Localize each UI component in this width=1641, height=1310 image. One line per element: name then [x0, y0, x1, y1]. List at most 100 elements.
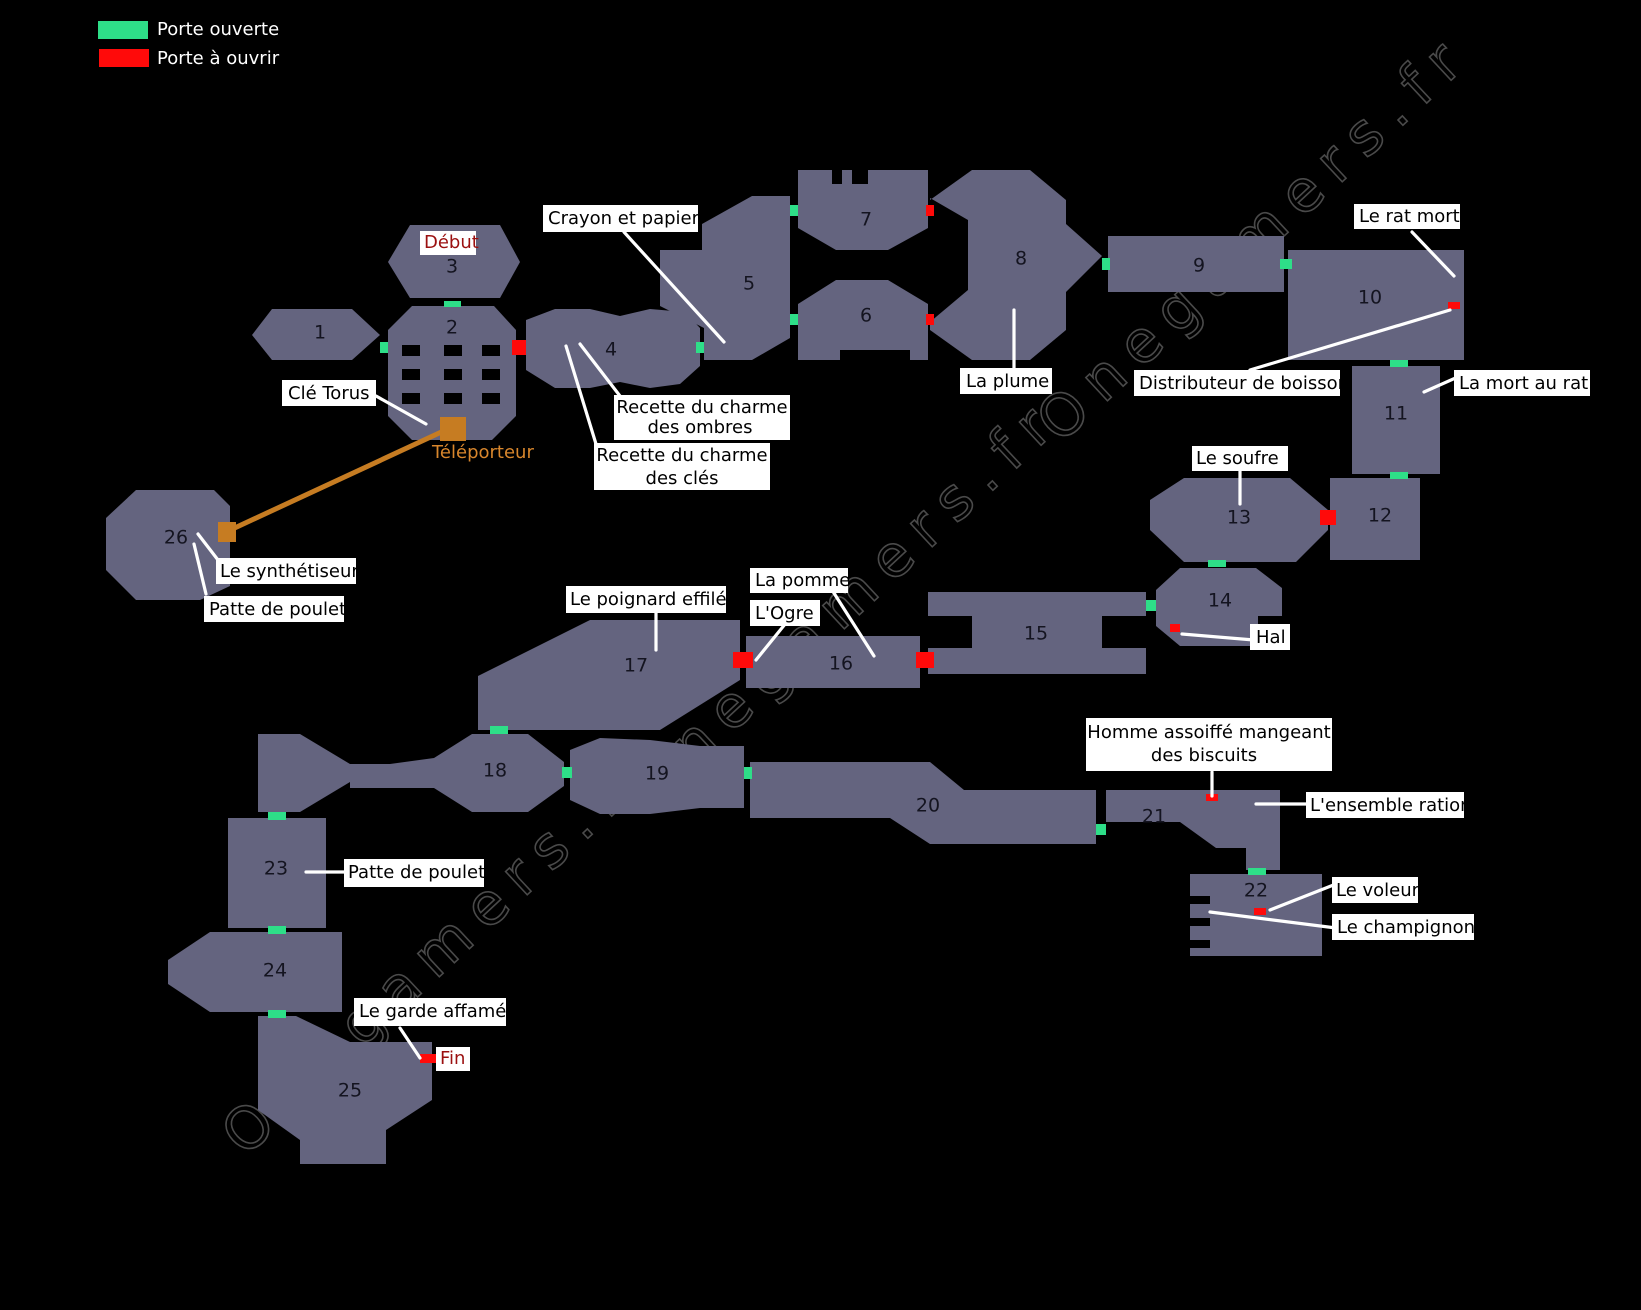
- door-closed[interactable]: [420, 1054, 436, 1063]
- door-open[interactable]: [444, 301, 461, 307]
- room-number: 23: [264, 858, 288, 880]
- teleporter-pad-2[interactable]: [440, 417, 466, 441]
- label-ration: L'ensemble ration: [1310, 795, 1472, 816]
- label-synthetiseur: Le synthétiseur: [220, 561, 359, 582]
- room-17[interactable]: [478, 620, 740, 730]
- room-16[interactable]: [746, 636, 920, 688]
- room-number: 7: [860, 209, 872, 231]
- room-numbers: 1 2 3 4 5 6 7 8 9 10 11 12 13 14 15 16 1…: [164, 209, 1408, 1102]
- room-number: 24: [263, 960, 287, 982]
- room-21[interactable]: [1106, 790, 1280, 870]
- door-open[interactable]: [490, 726, 508, 734]
- room-9[interactable]: [1108, 236, 1284, 292]
- room-number: 6: [860, 305, 872, 327]
- room-number: 1: [314, 322, 326, 344]
- room-4[interactable]: [526, 309, 700, 388]
- room-number: 4: [605, 339, 617, 361]
- door-open[interactable]: [268, 926, 286, 934]
- room-1[interactable]: [252, 309, 380, 360]
- room-number: 14: [1208, 590, 1232, 612]
- door-open[interactable]: [562, 767, 572, 778]
- room-25[interactable]: [258, 1016, 432, 1164]
- room-26[interactable]: [106, 490, 230, 600]
- room-6[interactable]: [798, 280, 928, 360]
- room-number: 17: [624, 655, 648, 677]
- label-cle-torus: Clé Torus: [288, 383, 370, 404]
- door-open[interactable]: [1280, 259, 1292, 269]
- door-closed[interactable]: [916, 652, 934, 668]
- room-5[interactable]: [660, 196, 790, 360]
- door-open[interactable]: [1390, 472, 1408, 479]
- room-10[interactable]: [1288, 250, 1464, 360]
- room-23[interactable]: [228, 818, 326, 928]
- door-open[interactable]: [696, 342, 704, 353]
- door-closed[interactable]: [926, 314, 934, 325]
- teleporter-pad-26[interactable]: [218, 522, 236, 542]
- teleporter: Téléporteur: [218, 417, 534, 542]
- room-number: 3: [446, 256, 458, 278]
- room-8[interactable]: [930, 170, 1102, 360]
- door-closed[interactable]: [1448, 302, 1460, 309]
- label-patte-26: Patte de poulet: [209, 599, 346, 620]
- label-distributeur: Distributeur de boisson: [1139, 373, 1349, 394]
- label-garde: Le garde affamé: [359, 1001, 506, 1022]
- door-closed[interactable]: [1170, 624, 1180, 632]
- room-7[interactable]: [798, 170, 928, 250]
- legend: Porte ouverte Porte à ouvrir: [98, 19, 280, 69]
- room-number: 12: [1368, 505, 1392, 527]
- label-recette-ombres-1: Recette du charme: [616, 397, 787, 418]
- label-champignon: Le champignon: [1337, 917, 1475, 938]
- room-number: 9: [1193, 255, 1205, 277]
- label-plume: La plume: [966, 371, 1049, 392]
- room-number: 18: [483, 760, 507, 782]
- end-marker: Fin: [440, 1048, 465, 1069]
- room-13[interactable]: [1150, 478, 1328, 562]
- door-open[interactable]: [744, 767, 752, 779]
- door-open[interactable]: [790, 314, 798, 325]
- door-open[interactable]: [1390, 360, 1408, 367]
- room-18[interactable]: [258, 734, 564, 812]
- room-number: 11: [1384, 403, 1408, 425]
- room-19[interactable]: [570, 738, 744, 814]
- room-number: 19: [645, 763, 669, 785]
- doors: [268, 205, 1460, 1063]
- label-patte-23: Patte de poulet: [348, 862, 485, 883]
- door-open[interactable]: [380, 342, 388, 353]
- room-12[interactable]: [1330, 478, 1420, 560]
- teleporter-label: Téléporteur: [431, 442, 534, 463]
- room-number: 15: [1024, 623, 1048, 645]
- label-homme-1: Homme assoiffé mangeant: [1087, 722, 1330, 743]
- door-open[interactable]: [790, 205, 798, 216]
- door-open[interactable]: [268, 812, 286, 820]
- door-open[interactable]: [1096, 824, 1106, 835]
- label-pomme: La pomme: [755, 570, 850, 591]
- room-15[interactable]: [928, 592, 1146, 674]
- door-open[interactable]: [268, 1010, 286, 1018]
- label-hal: Hal: [1256, 627, 1286, 648]
- door-open[interactable]: [1146, 600, 1156, 611]
- room-number: 13: [1227, 507, 1251, 529]
- legend-label-closed: Porte à ouvrir: [157, 48, 280, 69]
- label-mort-au-rat: La mort au rat: [1459, 373, 1588, 394]
- room-number: 21: [1142, 806, 1166, 828]
- door-closed[interactable]: [1320, 510, 1336, 525]
- room-20[interactable]: [750, 762, 1096, 844]
- room-number: 2: [446, 317, 458, 339]
- room-number: 26: [164, 527, 188, 549]
- door-closed[interactable]: [926, 205, 934, 216]
- legend-swatch-closed: [99, 49, 149, 67]
- door-open[interactable]: [1248, 868, 1266, 875]
- room-number: 10: [1358, 287, 1382, 309]
- door-closed[interactable]: [512, 340, 526, 355]
- room-number: 25: [338, 1080, 362, 1102]
- room-24[interactable]: [168, 932, 342, 1012]
- door-closed[interactable]: [733, 652, 753, 668]
- room-11[interactable]: [1352, 366, 1440, 474]
- door-open[interactable]: [1208, 560, 1226, 567]
- markers: Début Fin: [420, 231, 479, 1071]
- door-closed[interactable]: [1254, 908, 1266, 915]
- label-rat-mort: Le rat mort: [1359, 206, 1460, 227]
- room-number: 16: [829, 653, 853, 675]
- door-open[interactable]: [1102, 258, 1110, 270]
